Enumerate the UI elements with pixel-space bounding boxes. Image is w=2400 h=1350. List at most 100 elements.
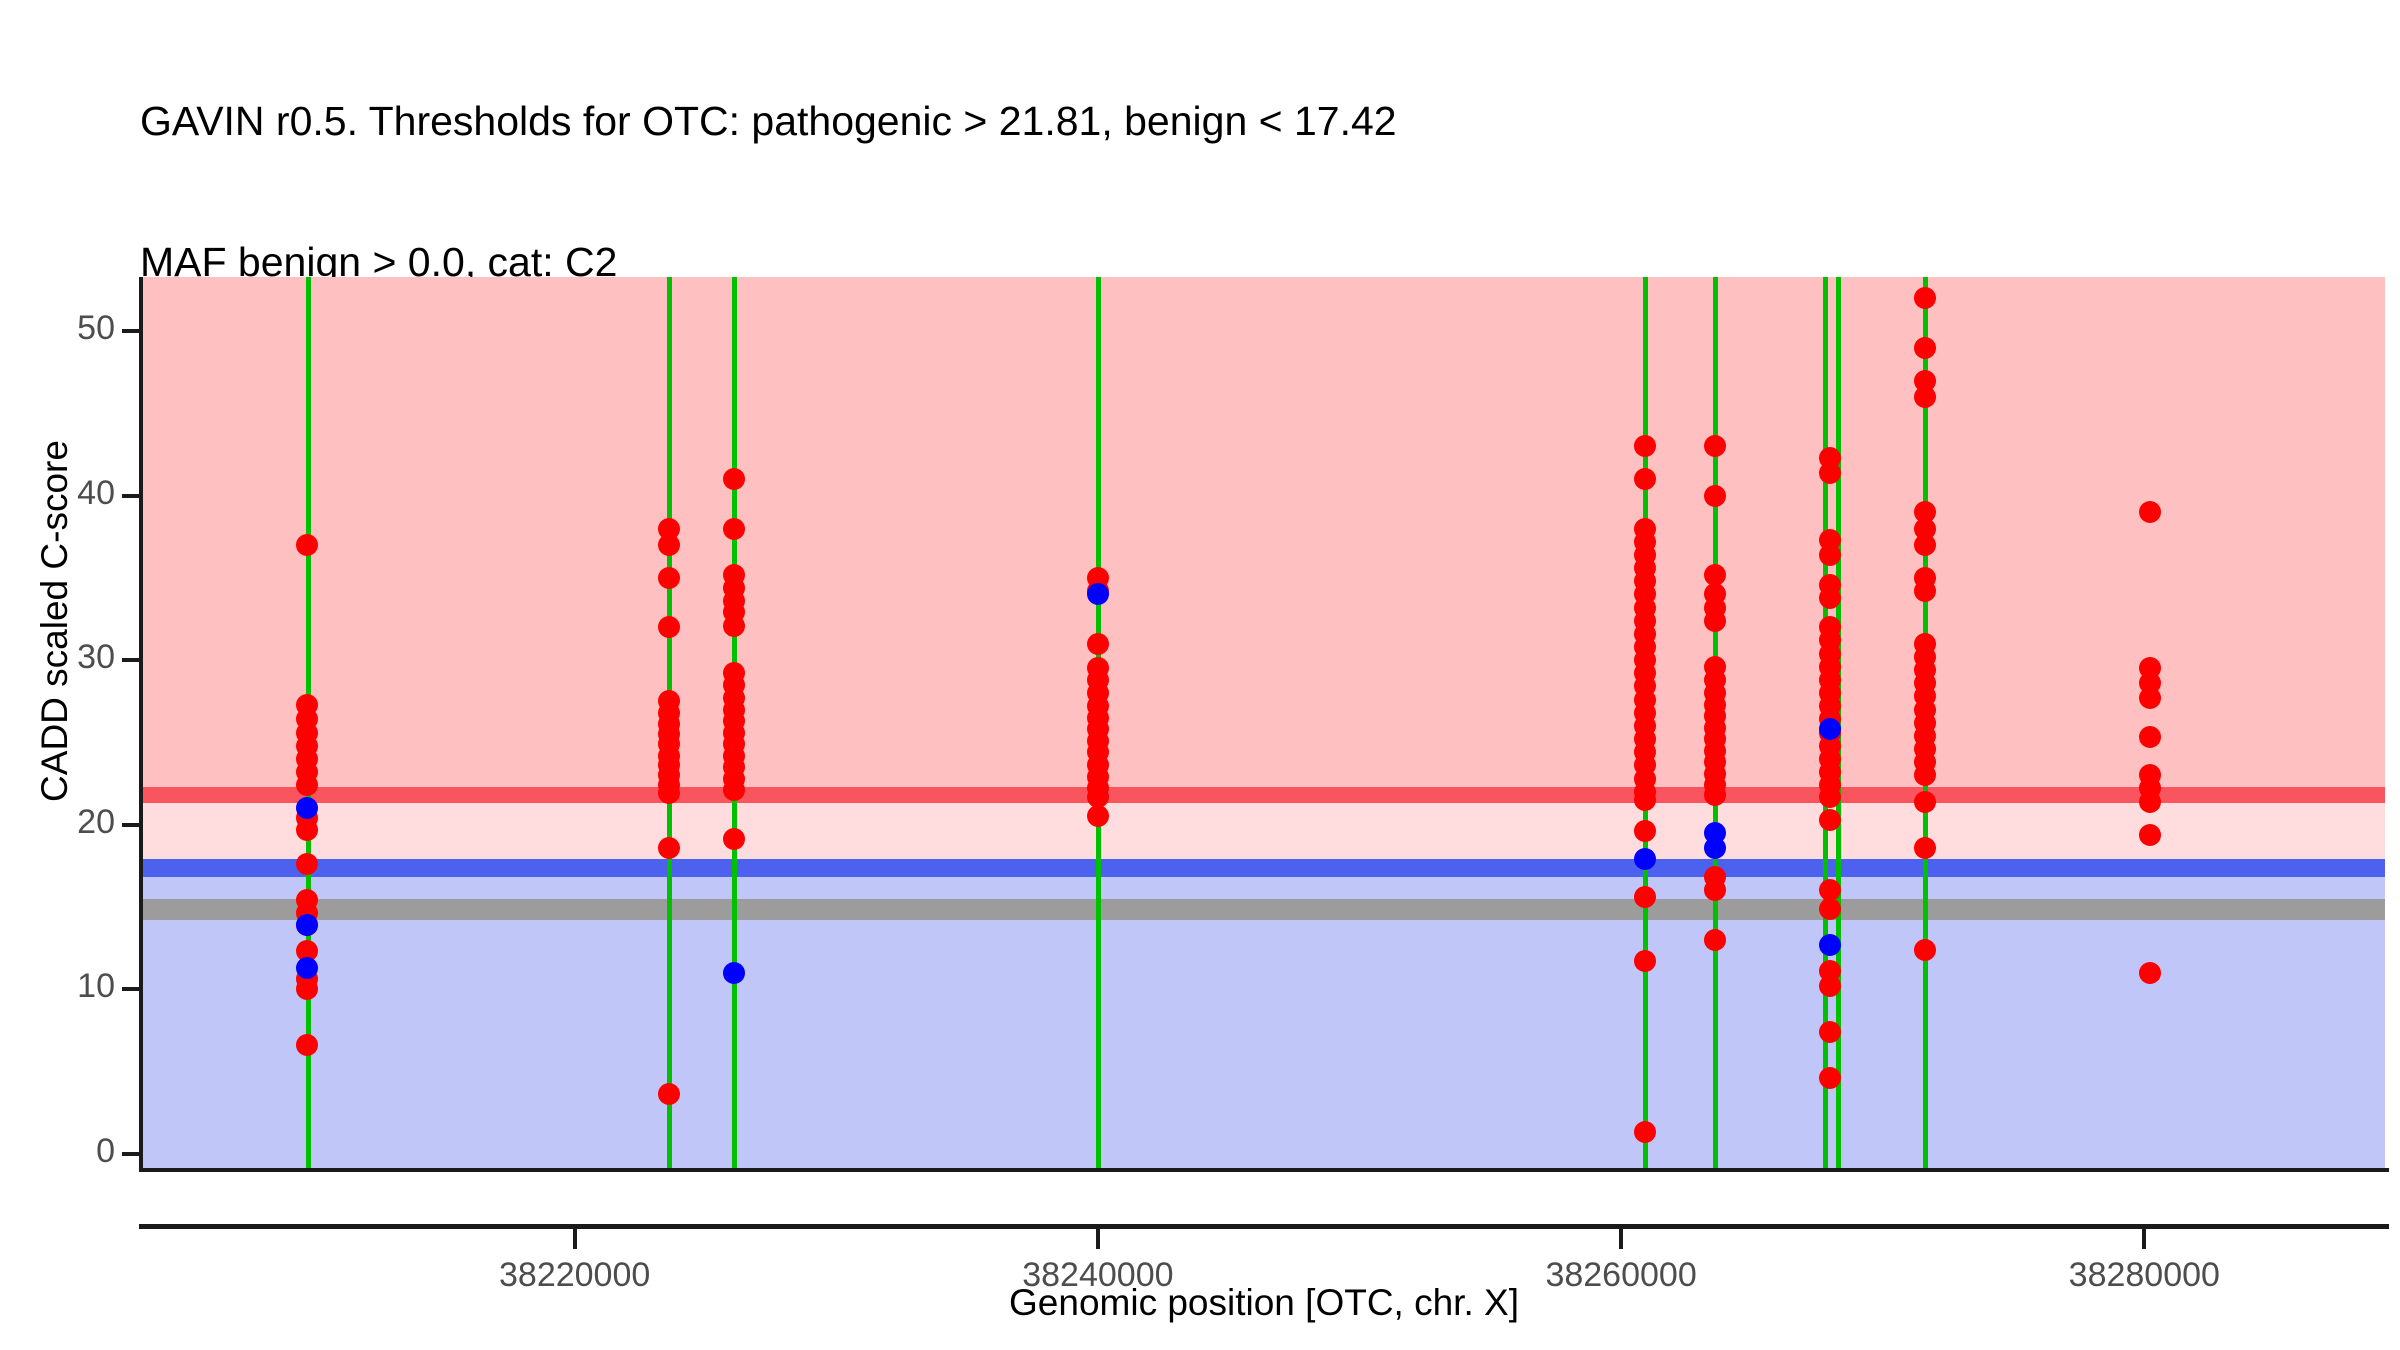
data-point (1704, 784, 1727, 807)
data-point (1819, 586, 1842, 609)
data-point (295, 940, 318, 963)
data-point (723, 828, 746, 851)
data-point (295, 534, 318, 557)
data-point (1633, 950, 1656, 973)
data-point (723, 614, 746, 637)
y-tick-label-0: 0 (96, 1131, 115, 1170)
data-point (1086, 805, 1109, 828)
data-point (1913, 287, 1936, 310)
data-point (1819, 808, 1842, 831)
data-point (1633, 820, 1656, 843)
band-benign-region-upper (143, 877, 2385, 899)
x-tick-label-38260000: 38260000 (1545, 1256, 1697, 1294)
data-point (1819, 933, 1842, 956)
x-tick-38240000 (1095, 1229, 1100, 1249)
data-point (657, 836, 680, 859)
data-point (1633, 1121, 1656, 1144)
data-point (1704, 836, 1727, 859)
y-tick-label-50: 50 (77, 309, 115, 348)
x-tick-label-38280000: 38280000 (2068, 1256, 2220, 1294)
data-point (1913, 764, 1936, 787)
data-point (295, 853, 318, 876)
data-point (1913, 790, 1936, 813)
data-point (1913, 369, 1936, 392)
x-tick-38280000 (2142, 1229, 2147, 1249)
panel-bottom-line (139, 1168, 2389, 1172)
data-point (1704, 563, 1727, 586)
data-point (1633, 788, 1656, 811)
y-tick-10 (122, 987, 140, 992)
data-point (1086, 785, 1109, 808)
data-point (1913, 534, 1936, 557)
data-point (1819, 974, 1842, 997)
y-tick-0 (122, 1151, 140, 1156)
data-point (657, 782, 680, 805)
x-tick-38260000 (1619, 1229, 1624, 1249)
data-point (723, 468, 746, 491)
data-point (1913, 938, 1936, 961)
data-point (1819, 1020, 1842, 1043)
data-point (723, 961, 746, 984)
data-point (657, 534, 680, 557)
data-point (1704, 435, 1727, 458)
data-point (1913, 501, 1936, 524)
data-point (1819, 879, 1842, 902)
band-fallback-threshold-line (143, 898, 2385, 921)
y-tick-30 (122, 658, 140, 663)
band-pathogenic-region (143, 277, 2385, 787)
data-point (1819, 461, 1842, 484)
y-tick-50 (122, 329, 140, 334)
x-tick-label-38220000: 38220000 (499, 1256, 651, 1294)
data-point (2138, 687, 2161, 709)
data-point (723, 517, 746, 540)
data-point (1913, 580, 1936, 603)
x-axis-title: Genomic position [OTC, chr. X] (1009, 1282, 1519, 1323)
data-point (1913, 836, 1936, 859)
y-tick-label-20: 20 (77, 802, 115, 841)
data-point (1819, 897, 1842, 920)
data-point (1086, 632, 1109, 655)
data-point (1633, 468, 1656, 491)
data-point (295, 797, 318, 820)
y-tick-20 (122, 822, 140, 827)
data-point (1633, 435, 1656, 458)
y-tick-label-40: 40 (77, 473, 115, 512)
plot-panel (143, 277, 2385, 1170)
data-point (723, 779, 746, 802)
y-tick-label-30: 30 (77, 638, 115, 677)
data-point (2138, 823, 2161, 846)
data-point (2138, 501, 2161, 524)
x-tick-38220000 (572, 1229, 577, 1249)
y-tick-40 (122, 493, 140, 498)
data-point (1819, 718, 1842, 741)
x-axis-line (139, 1224, 2389, 1229)
data-point (1633, 848, 1656, 871)
data-point (657, 566, 680, 589)
data-point (1913, 517, 1936, 540)
band-benign-threshold-line (143, 859, 2385, 878)
data-point (1704, 879, 1727, 902)
data-point (1819, 543, 1842, 566)
data-point (1819, 1066, 1842, 1089)
title-line-1: GAVIN r0.5. Thresholds for OTC: pathogen… (140, 98, 1397, 144)
data-point (1704, 484, 1727, 507)
data-point (295, 956, 318, 979)
data-point (2138, 790, 2161, 813)
data-point (657, 616, 680, 639)
band-vous-region (143, 803, 2385, 860)
data-point (295, 978, 318, 1001)
data-point (1913, 336, 1936, 359)
data-point (1704, 609, 1727, 632)
x-tick-label-38240000: 38240000 (1022, 1256, 1174, 1294)
data-point (1913, 386, 1936, 409)
band-benign-region (143, 920, 2385, 1170)
y-axis-title: CADD scaled C-score (34, 440, 75, 802)
data-point (2138, 726, 2161, 749)
data-point (295, 1034, 318, 1056)
band-pathogenic-threshold-line (143, 786, 2385, 804)
data-point (1819, 785, 1842, 808)
data-point (295, 818, 318, 841)
data-point (295, 774, 318, 797)
data-point (1633, 886, 1656, 908)
